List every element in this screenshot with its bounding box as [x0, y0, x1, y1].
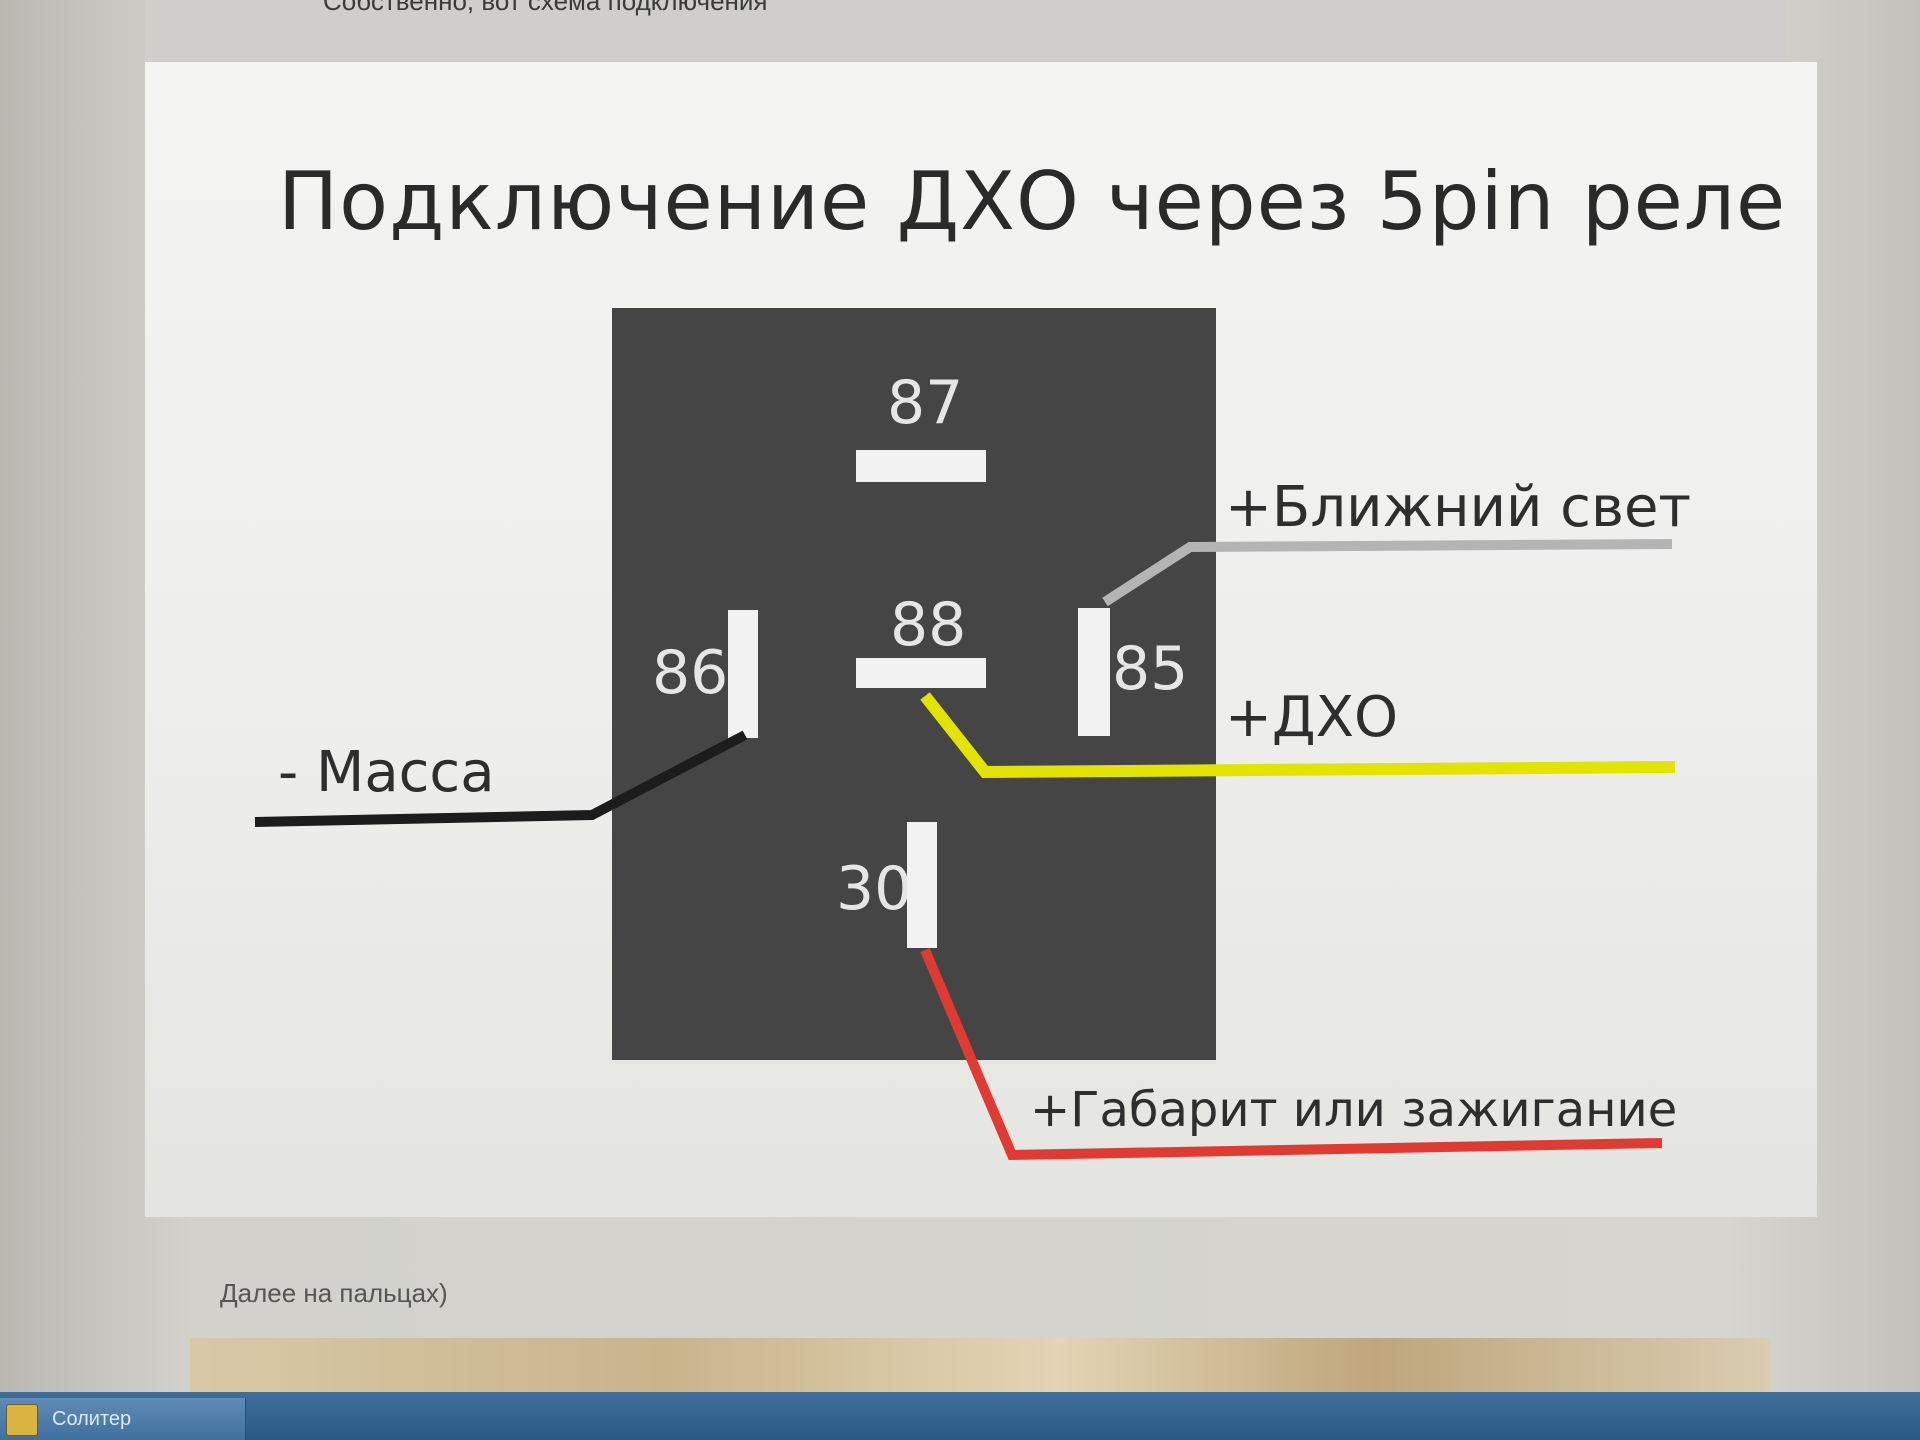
wire-drl [920, 692, 1676, 779]
post-header-area: Собственно, вот схема подключения [145, 0, 1785, 62]
solitaire-icon [6, 1404, 38, 1436]
taskbar-item-label: Солитер [52, 1408, 132, 1430]
wire-label-low-beam: +Ближний свет [1225, 475, 1692, 540]
pin-30-label: 30 [836, 854, 913, 924]
wire-label-drl: +ДХО [1225, 685, 1399, 750]
pin-88 [856, 658, 986, 688]
wire-parking [920, 948, 1663, 1161]
post-footer-text: Далее на пальцах) [220, 1278, 448, 1308]
next-photo-preview[interactable] [190, 1338, 1770, 1400]
taskbar: Солитер [0, 1392, 1920, 1440]
pin-86 [728, 610, 758, 738]
pin-87-label: 87 [887, 368, 964, 438]
pin-85-label: 85 [1112, 634, 1189, 704]
wire-low-beam [1102, 539, 1673, 607]
wire-label-ground: - Масса [278, 740, 495, 805]
wire-label-parking: +Габарит или зажигание [1030, 1082, 1678, 1138]
pin-30 [907, 822, 937, 948]
taskbar-item-solitaire[interactable]: Солитер [0, 1398, 246, 1440]
pin-85 [1078, 608, 1110, 736]
pin-87 [856, 450, 986, 482]
diagram-title: Подключение ДХО через 5pin реле [278, 155, 1787, 248]
post-intro-text: Собственно, вот схема подключения [323, 0, 768, 16]
pin-88-label: 88 [890, 590, 967, 660]
relay-body: 87 88 86 85 30 [612, 308, 1216, 1060]
pin-86-label: 86 [652, 638, 729, 708]
wire-ground [254, 730, 748, 827]
